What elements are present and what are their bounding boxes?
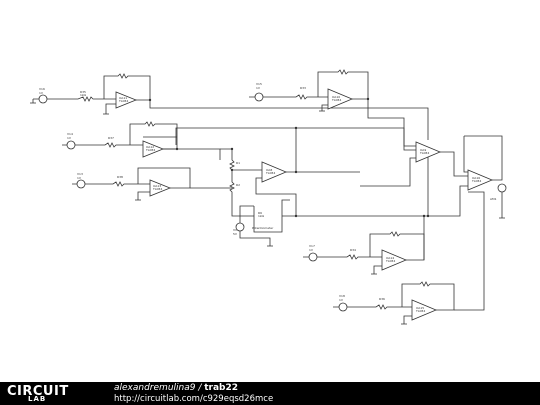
opamp-oa11[interactable] bbox=[115, 91, 138, 109]
source-val: 1V bbox=[39, 91, 44, 95]
stage-oa15: V18 1V R36 OA15 TL084 bbox=[333, 191, 485, 325]
opamp-oa8[interactable] bbox=[261, 161, 288, 183]
source-val: 1V bbox=[256, 86, 261, 90]
title-separator: / bbox=[195, 383, 205, 393]
opamp-type: TL084 bbox=[471, 179, 481, 183]
stage-oa14: V17 1V R34 OA14 TL084 bbox=[303, 216, 425, 275]
stage-oa8: R1 R2 OA8 TL084 bbox=[175, 127, 429, 217]
source-ref: V15 bbox=[256, 82, 262, 86]
source-val: 1V bbox=[67, 136, 72, 140]
resistor-val: 1kΩ bbox=[80, 93, 87, 97]
project-name[interactable]: trab22 bbox=[204, 383, 239, 393]
opamp-ref: OA11 bbox=[119, 96, 127, 100]
resistor-ref: R38 bbox=[117, 175, 123, 179]
resistor-ref: R36 bbox=[379, 297, 385, 301]
opamp-ref: OA16 bbox=[472, 176, 480, 180]
source-ref: V13 bbox=[77, 172, 83, 176]
voltage-source-v17[interactable] bbox=[308, 252, 318, 262]
source-ref: V17 bbox=[309, 244, 315, 248]
potentiometer-r6[interactable] bbox=[253, 206, 283, 233]
project-title: alexandremulina9 / trab22 bbox=[114, 383, 238, 393]
resistor-ref: R37 bbox=[108, 136, 114, 140]
opamp-oa15[interactable] bbox=[411, 299, 438, 321]
junction-dots bbox=[148, 97, 430, 218]
meter-ref: AM1 bbox=[490, 197, 497, 201]
resistor-ref: R35 bbox=[80, 90, 86, 94]
potentiometer-val: 1kΩ bbox=[258, 214, 265, 218]
opamp-oa12[interactable] bbox=[142, 140, 165, 158]
resistor-ref: R2 bbox=[236, 183, 240, 187]
voltage-source-v1[interactable] bbox=[235, 222, 245, 232]
circuitlab-logo-sub: LAB bbox=[28, 395, 47, 403]
source-val: 1V bbox=[77, 176, 82, 180]
stage-oa10: V15 1V R33 OA10 TL084 bbox=[249, 69, 416, 151]
stage-oa13: V13 1V R38 OA13 TL084 bbox=[72, 167, 232, 201]
opamp-ref: OA15 bbox=[416, 306, 424, 310]
voltage-source-v13[interactable] bbox=[76, 179, 86, 189]
stage-oa16: OA16 TL084 AM1 bbox=[428, 135, 507, 219]
opamp-ref: OA14 bbox=[386, 256, 394, 260]
voltage-source-v15[interactable] bbox=[254, 92, 264, 102]
ammeter-am1[interactable] bbox=[497, 183, 507, 193]
stage-oa11: V16 1V R35 1kΩ OA11 TL084 bbox=[30, 73, 429, 140]
stage-oa9: OA9 TL084 bbox=[296, 127, 468, 187]
source-ref: V18 bbox=[339, 294, 345, 298]
opamp-ref: OA13 bbox=[153, 184, 161, 188]
resistor-ref: R1 bbox=[236, 161, 240, 165]
opamp-type: TL084 bbox=[385, 259, 395, 263]
opamp-type: TL084 bbox=[145, 148, 155, 152]
voltage-source-v14[interactable] bbox=[66, 140, 76, 150]
source-ref: V16 bbox=[39, 87, 45, 91]
opamp-ref: OA12 bbox=[146, 145, 154, 149]
opamp-type: TL084 bbox=[415, 309, 425, 313]
opamp-oa10[interactable] bbox=[327, 88, 354, 110]
opamp-type: TL084 bbox=[152, 187, 162, 191]
source-ref: V14 bbox=[67, 132, 73, 136]
source-ref: V1 bbox=[233, 228, 237, 232]
opamp-oa13[interactable] bbox=[149, 179, 172, 197]
footer-bar: CIRCUIT LAB alexandremulina9 / trab22 ht… bbox=[0, 382, 540, 405]
opamp-ref: OA10 bbox=[332, 95, 340, 99]
circuit-schematic: V16 1V R35 1kΩ OA11 TL084 V14 1V R37 OA1… bbox=[30, 69, 507, 325]
source-val: 1V bbox=[339, 298, 344, 302]
potentiometer-label: Potentiometer bbox=[252, 226, 274, 230]
author-name[interactable]: alexandremulina9 bbox=[114, 383, 196, 393]
resistor-ref: R33 bbox=[300, 86, 306, 90]
opamp-ref: OA8 bbox=[266, 168, 272, 172]
opamp-oa9[interactable] bbox=[415, 141, 442, 163]
opamp-type: TL084 bbox=[118, 99, 128, 103]
source-val: 1V bbox=[309, 248, 314, 252]
voltage-source-v18[interactable] bbox=[338, 302, 348, 312]
opamp-type: TL084 bbox=[265, 171, 275, 175]
stage-potentiometer: V1 5V R6 1kΩ Potentiometer bbox=[233, 199, 290, 247]
source-val: 5V bbox=[233, 232, 238, 236]
opamp-ref: OA9 bbox=[420, 148, 426, 152]
opamp-oa16[interactable] bbox=[467, 169, 494, 191]
circuitlab-logo[interactable]: CIRCUIT bbox=[7, 384, 69, 399]
opamp-oa14[interactable] bbox=[381, 249, 408, 271]
voltage-source-v16[interactable] bbox=[38, 94, 48, 104]
potentiometer-ref: R6 bbox=[258, 211, 262, 215]
project-url[interactable]: http://circuitlab.com/c929eqsd26mce bbox=[114, 394, 274, 404]
opamp-type: TL084 bbox=[419, 151, 429, 155]
opamp-type: TL084 bbox=[331, 98, 341, 102]
resistor-ref: R34 bbox=[350, 248, 356, 252]
